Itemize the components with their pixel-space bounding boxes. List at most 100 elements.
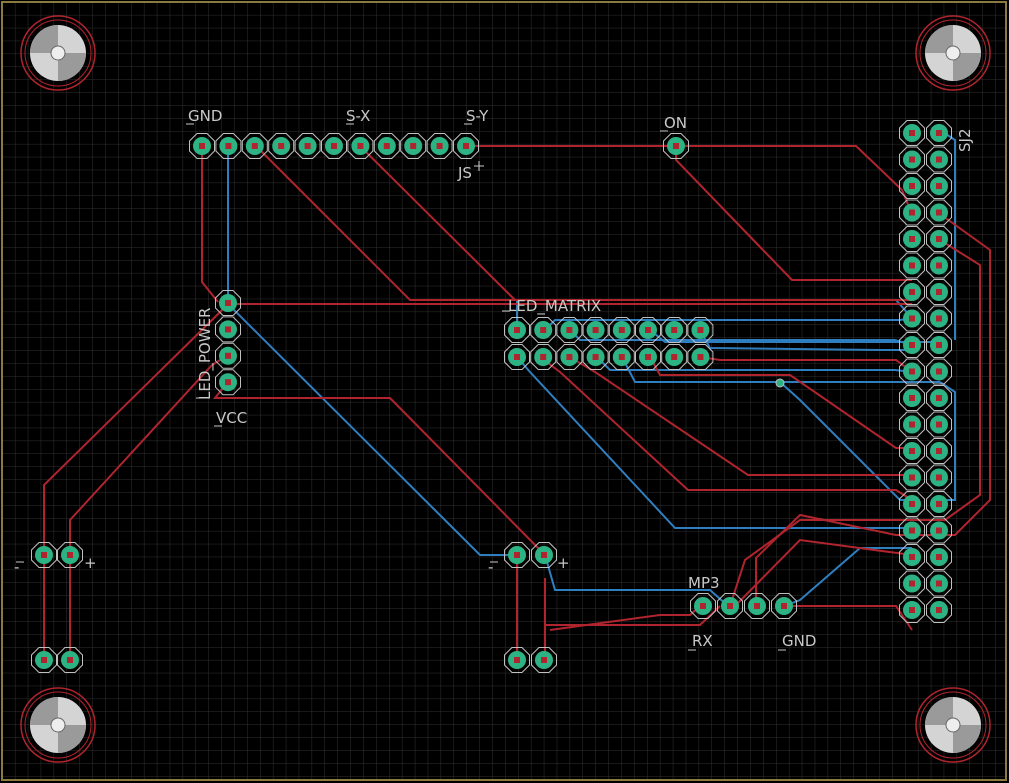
label-sj2: SJ2 [956, 129, 974, 153]
led-matrix-pin [661, 317, 688, 343]
led-matrix-pin [608, 317, 635, 343]
led-matrix-pin [530, 317, 557, 343]
label-plus-left: + [84, 554, 97, 572]
mounting-holes [20, 15, 991, 763]
sj2-pin [899, 146, 925, 173]
mp3-pin [690, 593, 716, 619]
led-matrix-pin [530, 344, 557, 370]
label-gnd-top: GND [188, 107, 222, 125]
sj2-pin [926, 570, 952, 597]
label-sy: S-Y [466, 107, 489, 125]
labels: GND S-X S-Y JS ON LED_MATRIX LED_POWER V… [14, 107, 974, 651]
sj2-header [899, 120, 952, 623]
battery-left-top [31, 542, 83, 568]
js-pin [294, 133, 321, 159]
js-pin [347, 133, 374, 159]
via [775, 378, 785, 388]
label-led-power: LED_POWER [196, 308, 215, 400]
led-matrix-pin [504, 317, 530, 343]
js-pin [268, 133, 295, 159]
js-pin [373, 133, 400, 159]
sj2-pin [926, 279, 952, 305]
mp3-header [690, 593, 797, 619]
battery-pin [57, 542, 83, 568]
led-matrix-pin [687, 344, 714, 370]
js-pin [241, 133, 268, 159]
battery-mid-bottom [504, 647, 557, 673]
sj2-pin [899, 570, 925, 597]
battery-pin [31, 542, 57, 568]
sj2-pin [926, 411, 952, 438]
label-rx: RX [692, 632, 713, 650]
sj2-pin [926, 332, 952, 358]
sj2-pin [899, 358, 925, 385]
label-sx: S-X [346, 107, 370, 125]
mp3-pin [717, 593, 743, 619]
led-power-pin [215, 369, 241, 396]
sj2-pin [899, 438, 925, 464]
sj2-pin [926, 597, 952, 623]
sj2-pin [899, 411, 925, 438]
mp3-pin [771, 593, 797, 619]
sj2-pin [926, 305, 952, 332]
battery-pin [504, 542, 530, 568]
label-mp3: MP3 [688, 574, 720, 592]
led-power-pin [215, 290, 241, 316]
sj2-pin [926, 252, 952, 279]
sj2-pin [899, 385, 925, 411]
js-pin [453, 133, 479, 159]
battery-left-bottom [31, 647, 83, 673]
sj2-pin [899, 517, 925, 544]
sj2-pin [899, 226, 925, 252]
label-vcc: VCC [216, 409, 247, 427]
label-gnd-mp3: GND [782, 632, 816, 650]
js-pin [215, 133, 242, 159]
header-js [189, 133, 479, 159]
sj2-pin [899, 173, 925, 199]
led-power-header [215, 290, 241, 396]
sj2-pin [926, 544, 952, 570]
led-matrix-pin [556, 317, 583, 343]
js-pin [189, 133, 215, 159]
mounting-hole-top-right [915, 15, 991, 91]
sj2-pin [899, 332, 925, 358]
sj2-pin [926, 226, 952, 252]
mp3-pin [744, 593, 770, 619]
sj2-pin [899, 544, 925, 570]
label-on: ON [664, 114, 687, 132]
led-matrix-pin [504, 344, 530, 370]
sj2-pin [899, 199, 925, 226]
label-minus-left: - [14, 558, 19, 576]
on-switch-pad [663, 133, 689, 159]
sj2-pin [899, 252, 925, 279]
js-pin [426, 133, 453, 159]
sj2-pin [926, 120, 952, 146]
led-matrix-pin [687, 317, 714, 343]
led-matrix-pin [556, 344, 583, 370]
on-pin [663, 133, 689, 159]
sj2-pin [926, 491, 952, 517]
led-matrix-pin [635, 344, 661, 370]
led-matrix-pin [661, 344, 688, 370]
sj2-pin [926, 173, 952, 199]
mounting-hole-top-left [20, 15, 96, 91]
sj2-pin [899, 597, 925, 623]
sj2-pin [926, 438, 952, 464]
led-matrix-pin [582, 344, 609, 370]
sj2-pin [899, 464, 925, 491]
label-led-matrix: LED_MATRIX [508, 297, 601, 316]
battery-pin [531, 647, 557, 673]
led-matrix-header [504, 317, 714, 370]
led-matrix-pin [608, 344, 635, 370]
sj2-pin [926, 146, 952, 173]
mounting-hole-bottom-right [915, 687, 991, 763]
sj2-pin [926, 517, 952, 544]
battery-mid-top [504, 542, 557, 568]
sj2-pin [899, 305, 925, 332]
sj2-pin [926, 199, 952, 226]
battery-pin [531, 542, 557, 568]
sj2-pin [926, 385, 952, 411]
js-pin [321, 133, 347, 159]
